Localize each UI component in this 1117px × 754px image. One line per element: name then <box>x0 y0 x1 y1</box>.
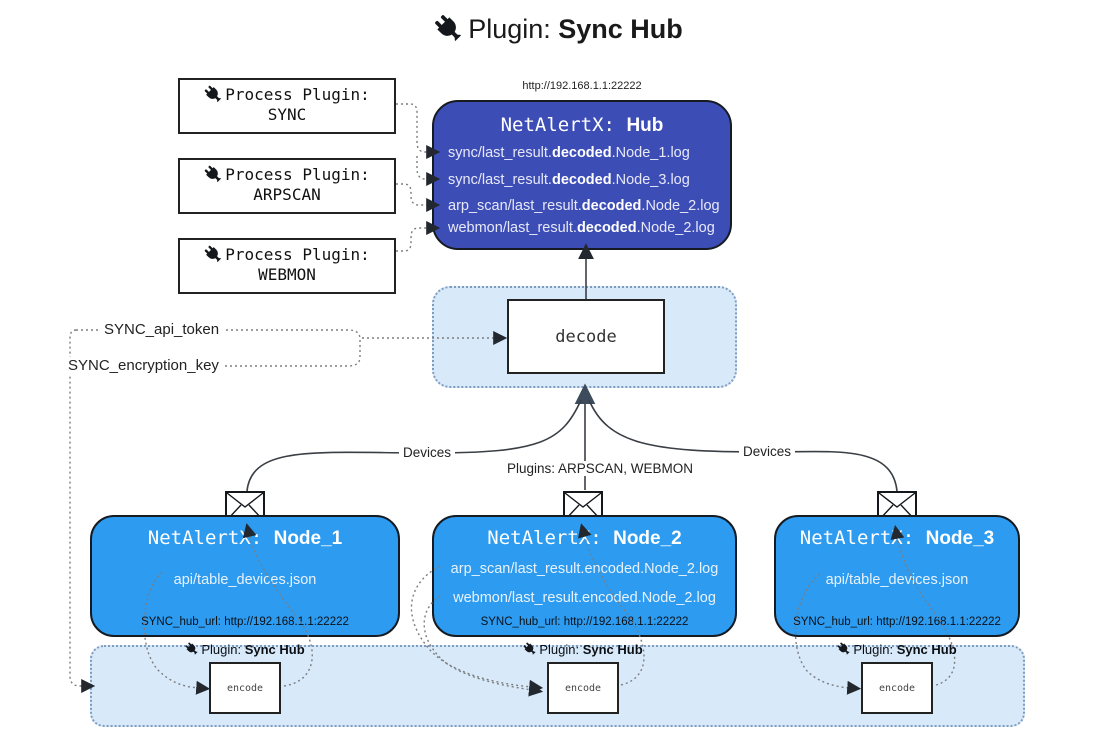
node-file: arp_scan/last_result.encoded.Node_2.log <box>450 561 719 577</box>
node-title: NetAlertX: Node_3 <box>799 527 995 549</box>
hub-title: NetAlertX: Hub <box>434 114 730 137</box>
node-hub-url: SYNC_hub_url: http://192.168.1.1:22222 <box>793 616 1001 628</box>
strip-plugin-label: Plugin: Sync Hub <box>493 642 673 657</box>
plug-icon <box>185 642 199 656</box>
sync-api-token-label: SYNC_api_token <box>100 321 224 338</box>
node-file: api/table_devices.json <box>825 572 969 588</box>
encode-box-2: encode <box>547 662 619 714</box>
process-plugin-name: WEBMON <box>258 265 316 284</box>
node-box-3: NetAlertX: Node_3 api/table_devices.json… <box>774 515 1020 637</box>
hub-log-line: sync/last_result.decoded.Node_3.log <box>448 172 690 188</box>
hub-title-name: Hub <box>626 115 664 136</box>
plug-icon <box>204 245 223 264</box>
hub-url-label: http://192.168.1.1:22222 <box>522 80 642 92</box>
hub-title-prefix: NetAlertX: <box>500 114 615 136</box>
process-plugin-box-arpscan: Process Plugin: ARPSCAN <box>178 158 396 214</box>
strip-plugin-label: Plugin: Sync Hub <box>155 642 335 657</box>
hub-box: NetAlertX: Hub sync/last_result.decoded.… <box>432 100 732 250</box>
edge-label-devices-right: Devices <box>739 444 796 459</box>
plug-icon <box>523 642 537 656</box>
node-title: NetAlertX: Node_1 <box>147 527 343 549</box>
node-hub-url: SYNC_hub_url: http://192.168.1.1:22222 <box>141 616 349 628</box>
encode-box-3: encode <box>861 662 933 714</box>
plug-icon <box>204 165 223 184</box>
process-plugin-box-sync: Process Plugin: SYNC <box>178 78 396 134</box>
node-file: api/table_devices.json <box>173 572 317 588</box>
plug-icon <box>837 642 851 656</box>
plug-icon <box>434 14 464 44</box>
node-box-1: NetAlertX: Node_1 api/table_devices.json… <box>90 515 400 637</box>
process-plugin-box-webmon: Process Plugin: WEBMON <box>178 238 396 294</box>
process-plugin-name: SYNC <box>267 105 307 124</box>
hub-log-line: arp_scan/last_result.decoded.Node_2.log <box>448 198 720 214</box>
encode-box-1: encode <box>209 662 281 714</box>
node-hub-url: SYNC_hub_url: http://192.168.1.1:22222 <box>480 616 689 628</box>
hub-log-line: webmon/last_result.decoded.Node_2.log <box>448 220 715 236</box>
node-file: webmon/last_result.encoded.Node_2.log <box>453 590 716 606</box>
node-box-2: NetAlertX: Node_2 arp_scan/last_result.e… <box>432 515 737 637</box>
title-prefix: Plugin: <box>468 14 551 44</box>
strip-plugin-label: Plugin: Sync Hub <box>807 642 987 657</box>
plug-icon <box>204 85 223 104</box>
decode-box: decode <box>507 299 665 374</box>
hub-log-line: sync/last_result.decoded.Node_1.log <box>448 145 690 161</box>
edge-label-plugins: Plugins: ARPSCAN, WEBMON <box>503 461 698 476</box>
edge-label-devices-left: Devices <box>399 445 456 460</box>
process-plugin-name: ARPSCAN <box>253 185 321 204</box>
title-name: Sync Hub <box>558 14 683 44</box>
page-title: Plugin: Sync Hub <box>0 14 1117 45</box>
sync-encryption-key-label: SYNC_encryption_key <box>64 357 223 374</box>
node-title: NetAlertX: Node_2 <box>487 527 682 549</box>
